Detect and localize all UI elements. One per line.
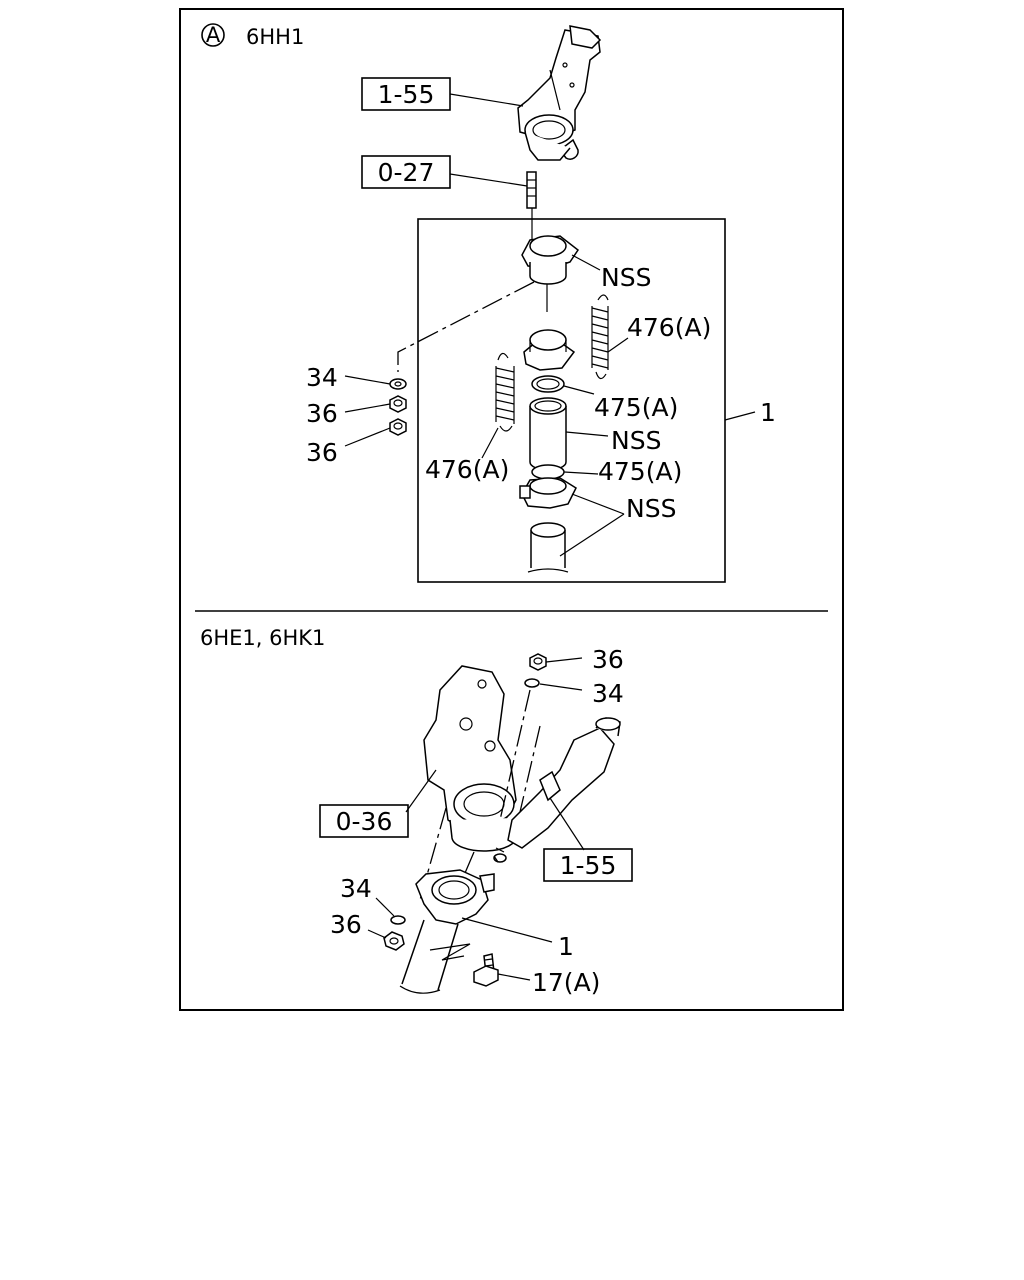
ref-box-0-27 <box>361 155 451 189</box>
marker-circle <box>201 23 225 47</box>
nss-label-3: NSS <box>626 494 676 523</box>
bottom-exhaust-pipe-drawing <box>399 919 471 994</box>
washer-34-bottom-top-drawing <box>524 678 540 688</box>
upper-flange-drawing <box>521 235 580 285</box>
diagram-frame <box>179 8 844 1011</box>
stud-drawing <box>526 171 537 209</box>
leader-1-55-bottom <box>549 797 585 851</box>
ref-label-0-27: 0-27 <box>378 158 435 187</box>
bottom-flange-drawing <box>415 869 495 925</box>
spring-label-left: 476(A) <box>425 455 509 484</box>
bolt-label: 17(A) <box>532 968 600 997</box>
leader-0-27 <box>449 173 528 187</box>
ref-box-1-55-top <box>361 77 451 111</box>
dash-line-to-washer <box>397 281 535 372</box>
section-marker: A <box>206 23 221 47</box>
nut-label-low: 36 <box>330 910 362 939</box>
assembly-box <box>417 218 726 583</box>
lower-flange-drawing <box>519 477 577 509</box>
leader-washer-top <box>539 683 583 691</box>
ref-box-1-55-bottom <box>543 848 633 882</box>
top-section: A 6HH1 1-55 0-27 1 <box>201 23 776 583</box>
bottom-model-label: 6HE1, 6HK1 <box>200 626 325 650</box>
washer-34-top-drawing <box>389 378 407 390</box>
leader-nut-2 <box>344 427 391 447</box>
leader-nss-1 <box>571 254 601 271</box>
gasket-label-lower: 475(A) <box>598 457 682 486</box>
leader-assembly-bottom <box>461 917 553 943</box>
leader-gasket-lower <box>563 471 599 475</box>
nut-36-top-a-drawing <box>389 395 407 413</box>
bolt-drawing <box>473 953 499 987</box>
pipe-section-drawing <box>529 397 567 471</box>
nut-label-2: 36 <box>306 438 338 467</box>
leader-gasket-upper <box>563 385 595 395</box>
exhaust-brake-valve-drawing <box>517 25 602 161</box>
leader-washer-low <box>375 897 395 917</box>
leader-washer <box>344 375 391 385</box>
bottom-exhaust-brake-drawing <box>493 717 621 863</box>
spring-right-drawing <box>591 294 609 380</box>
leader-nss-3b <box>559 513 625 557</box>
spring-label-right: 476(A) <box>627 313 711 342</box>
top-model-label: 6HH1 <box>246 25 304 49</box>
leader-nut-low <box>367 929 387 939</box>
lower-gasket-drawing <box>531 464 565 480</box>
exhaust-pipe-drawing <box>527 522 569 573</box>
assembly-label-top: 1 <box>760 398 776 427</box>
washer-label-low: 34 <box>340 874 372 903</box>
valve-plate-drawing <box>523 329 576 371</box>
assembly-label-bottom: 1 <box>558 932 574 961</box>
nut-36-top-b-drawing <box>389 418 407 436</box>
leader-spring-left <box>481 427 499 459</box>
spring-left-drawing <box>495 352 515 432</box>
nut-label-top: 36 <box>592 645 624 674</box>
leader-spring-right <box>607 337 629 353</box>
bottom-section: 6HE1, 6HK1 0-36 1-55 <box>200 626 633 997</box>
gasket-label-upper: 475(A) <box>594 393 678 422</box>
ref-label-1-55-top: 1-55 <box>378 80 435 109</box>
leader-assembly-1 <box>724 411 756 421</box>
ref-label-1-55-bottom: 1-55 <box>560 851 617 880</box>
washer-34-bottom-low-drawing <box>390 915 406 925</box>
leader-nss-2 <box>565 431 609 437</box>
nss-label-2: NSS <box>611 426 661 455</box>
nut-36-bottom-top-drawing <box>529 653 547 671</box>
leader-nss-3a <box>571 493 625 515</box>
leader-0-36 <box>405 769 437 813</box>
nut-label-1: 36 <box>306 399 338 428</box>
leader-bolt <box>497 973 531 981</box>
manifold-outlet-drawing <box>423 665 517 852</box>
leader-nut-top <box>545 657 583 663</box>
ref-box-0-36 <box>319 804 409 838</box>
ref-label-0-36: 0-36 <box>336 807 393 836</box>
washer-label: 34 <box>306 363 338 392</box>
leader-1-55-top <box>449 93 524 107</box>
nut-36-bottom-low-drawing <box>383 931 405 951</box>
leader-nut-1 <box>344 403 391 413</box>
nss-label-1: NSS <box>601 263 651 292</box>
washer-label-top: 34 <box>592 679 624 708</box>
